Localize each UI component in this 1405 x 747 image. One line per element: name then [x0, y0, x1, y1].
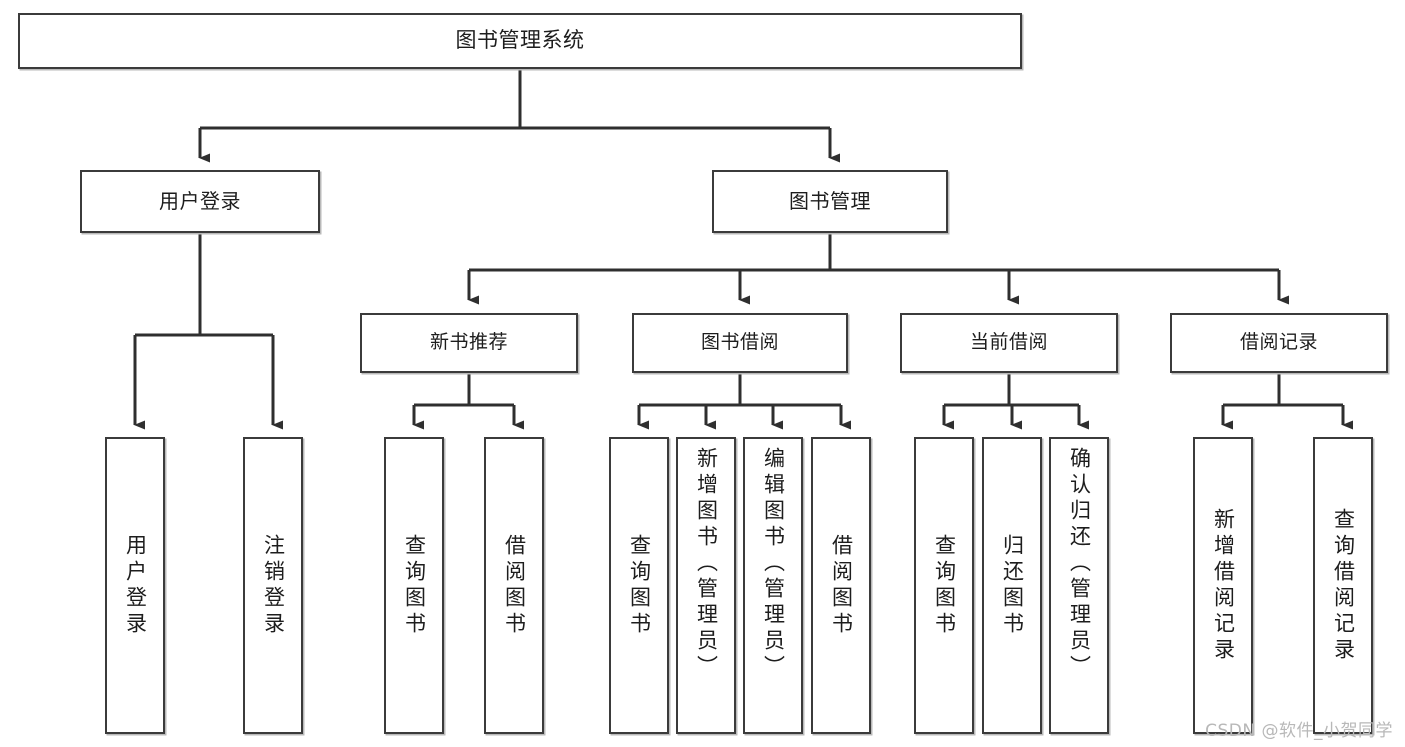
- node-user-login[interactable]: 用户登录: [80, 170, 320, 233]
- leaf-query-books-current[interactable]: 查询图书: [914, 437, 974, 734]
- leaf-add-borrow-record[interactable]: 新增借阅记录: [1193, 437, 1253, 734]
- node-label: 归还图书: [1000, 533, 1025, 638]
- node-book-management-system[interactable]: 图书管理系统: [18, 13, 1022, 69]
- node-label: 新书推荐: [429, 331, 508, 354]
- leaf-query-books-recommend[interactable]: 查询图书: [384, 437, 444, 734]
- node-label: 借阅图书: [829, 533, 854, 638]
- node-label: 查询图书: [932, 533, 957, 638]
- leaf-user-login[interactable]: 用户登录: [105, 437, 165, 734]
- node-book-borrowing[interactable]: 图书借阅: [632, 313, 848, 373]
- node-label: 查询图书: [627, 533, 652, 638]
- leaf-borrow-books[interactable]: 借阅图书: [811, 437, 871, 734]
- node-label: 确认归还（管理员）: [1067, 447, 1092, 681]
- node-label: 用户登录: [159, 189, 241, 214]
- node-label: 图书管理: [789, 189, 871, 214]
- leaf-confirm-return-admin[interactable]: 确认归还（管理员）: [1049, 437, 1109, 734]
- node-label: 图书管理系统: [455, 28, 585, 53]
- node-new-book-recommendation[interactable]: 新书推荐: [360, 313, 578, 373]
- node-label: 图书借阅: [700, 331, 779, 354]
- leaf-borrow-books-recommend[interactable]: 借阅图书: [484, 437, 544, 734]
- watermark: CSDN @软件_小贺同学: [1205, 721, 1393, 741]
- node-current-borrowing[interactable]: 当前借阅: [900, 313, 1118, 373]
- node-book-management[interactable]: 图书管理: [712, 170, 948, 233]
- node-label: 编辑图书（管理员）: [761, 447, 786, 681]
- leaf-add-book-admin[interactable]: 新增图书（管理员）: [676, 437, 736, 734]
- leaf-edit-book-admin[interactable]: 编辑图书（管理员）: [743, 437, 803, 734]
- node-label: 查询图书: [402, 533, 427, 638]
- leaf-query-books-borrow[interactable]: 查询图书: [609, 437, 669, 734]
- leaf-return-books[interactable]: 归还图书: [982, 437, 1042, 734]
- node-label: 查询借阅记录: [1331, 507, 1356, 664]
- leaf-query-borrow-record[interactable]: 查询借阅记录: [1313, 437, 1373, 734]
- node-label: 新增图书（管理员）: [694, 447, 719, 681]
- node-label: 用户登录: [123, 533, 148, 638]
- node-label: 借阅图书: [502, 533, 527, 638]
- node-borrowing-records[interactable]: 借阅记录: [1170, 313, 1388, 373]
- node-label: 当前借阅: [969, 331, 1048, 354]
- leaf-logout[interactable]: 注销登录: [243, 437, 303, 734]
- node-label: 新增借阅记录: [1211, 507, 1236, 664]
- node-label: 借阅记录: [1239, 331, 1318, 354]
- node-label: 注销登录: [261, 533, 286, 638]
